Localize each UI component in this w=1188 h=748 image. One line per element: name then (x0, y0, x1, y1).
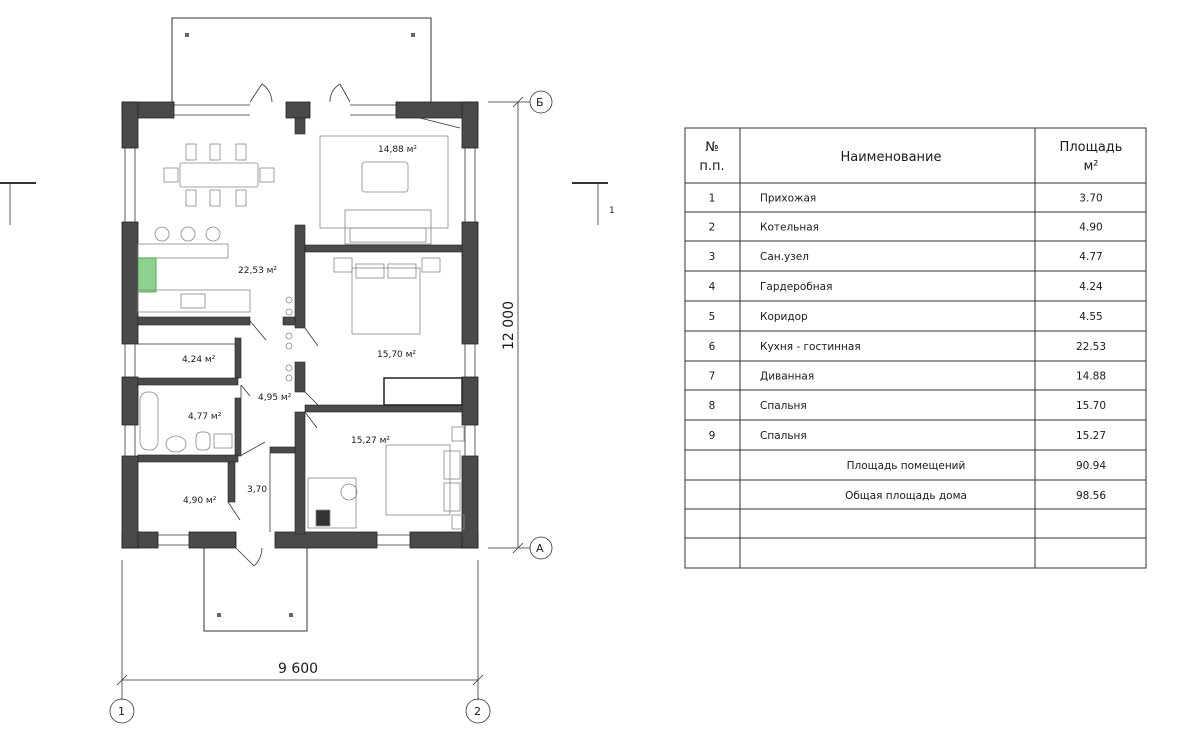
room-label-wardrobe: 4,24 м² (182, 355, 216, 365)
table-cell-area: 4.90 (1079, 222, 1102, 234)
table-cell-area: 22.53 (1076, 341, 1106, 353)
table-cell-num: 6 (709, 341, 716, 353)
table-cell-num: 5 (709, 311, 716, 323)
room-labels: 22,53 м² 14,88 м² 15,70 м² 4,24 м² 4,95 … (182, 145, 417, 506)
table-cell-name: Сан.узел (760, 251, 809, 263)
table-grid (684, 127, 1147, 569)
table-cell-name: Спальня (760, 430, 807, 442)
table-cell-area: 4.77 (1079, 251, 1102, 263)
axis-label-2: 2 (474, 705, 481, 718)
table-cell-num: 1 (709, 193, 716, 205)
axis-label-a: А (536, 542, 544, 555)
furniture (137, 135, 465, 530)
room-label-corridor: 4,95 м² (258, 393, 292, 403)
area-table: № п.п. Наименование Площадь м² 1 Прихожая… (684, 127, 1147, 569)
header-name: Наименование (840, 150, 941, 165)
table-cell-area: 4.55 (1079, 311, 1102, 323)
room-label-boiler: 4,90 м² (183, 496, 217, 506)
table-cell-name: Котельная (760, 222, 819, 234)
table-cell-name: Коридор (760, 311, 808, 323)
table-total-area: 98.56 (1076, 490, 1106, 502)
room-label-bedroom2: 15,27 м² (351, 436, 390, 446)
table-cell-name: Кухня - гостинная (760, 341, 861, 353)
table-total-name: Площадь помещений (847, 460, 966, 472)
table-cell-area: 14.88 (1076, 371, 1106, 383)
table-cell-area: 3.70 (1079, 193, 1102, 205)
terrace-bottom (203, 548, 308, 632)
room-label-kitchen: 22,53 м² (238, 266, 277, 276)
table-cell-num: 2 (709, 222, 716, 234)
terrace-top (171, 17, 432, 102)
section-mark-label: 1 (609, 206, 615, 216)
room-label-bedroom1: 15,70 м² (377, 350, 416, 360)
table-rows: 1 Прихожая 3.70 2 Котельная 4.90 3 Сан.узел 4.77… (709, 193, 1107, 503)
table-cell-name: Спальня (760, 400, 807, 412)
table-cell-num: 8 (709, 400, 716, 412)
axis-markers (109, 90, 553, 724)
table-total-area: 90.94 (1076, 460, 1106, 472)
table-cell-num: 3 (709, 251, 716, 263)
windows (124, 104, 476, 546)
axis-label-b: Б (536, 96, 544, 109)
header-num-line2: п.п. (699, 159, 724, 174)
room-label-hall: 3,70 (247, 485, 267, 495)
height-dimension: 12 000 (501, 301, 517, 350)
dimension-lines (0, 96, 608, 700)
table-cell-area: 15.70 (1076, 400, 1106, 412)
room-label-bathroom: 4,77 м² (188, 412, 222, 422)
exterior-walls (121, 101, 479, 549)
header-area-line2: м² (1083, 159, 1098, 174)
header-num-line1: № (705, 140, 719, 155)
table-cell-name: Диванная (760, 371, 814, 383)
table-cell-num: 9 (709, 430, 716, 442)
table-cell-num: 7 (709, 371, 716, 383)
width-dimension: 9 600 (278, 661, 318, 677)
table-total-name: Общая площадь дома (845, 490, 967, 502)
room-label-sofa-room: 14,88 м² (378, 145, 417, 155)
table-cell-num: 4 (709, 281, 716, 293)
table-cell-area: 15.27 (1076, 430, 1106, 442)
axis-label-1: 1 (118, 705, 125, 718)
doors (227, 83, 461, 567)
interior-walls (137, 117, 463, 535)
table-cell-name: Гардеробная (760, 281, 832, 293)
header-area-line1: Площадь (1060, 140, 1123, 155)
table-cell-name: Прихожая (760, 193, 816, 205)
partitions (138, 343, 271, 532)
table-cell-area: 4.24 (1079, 281, 1103, 293)
